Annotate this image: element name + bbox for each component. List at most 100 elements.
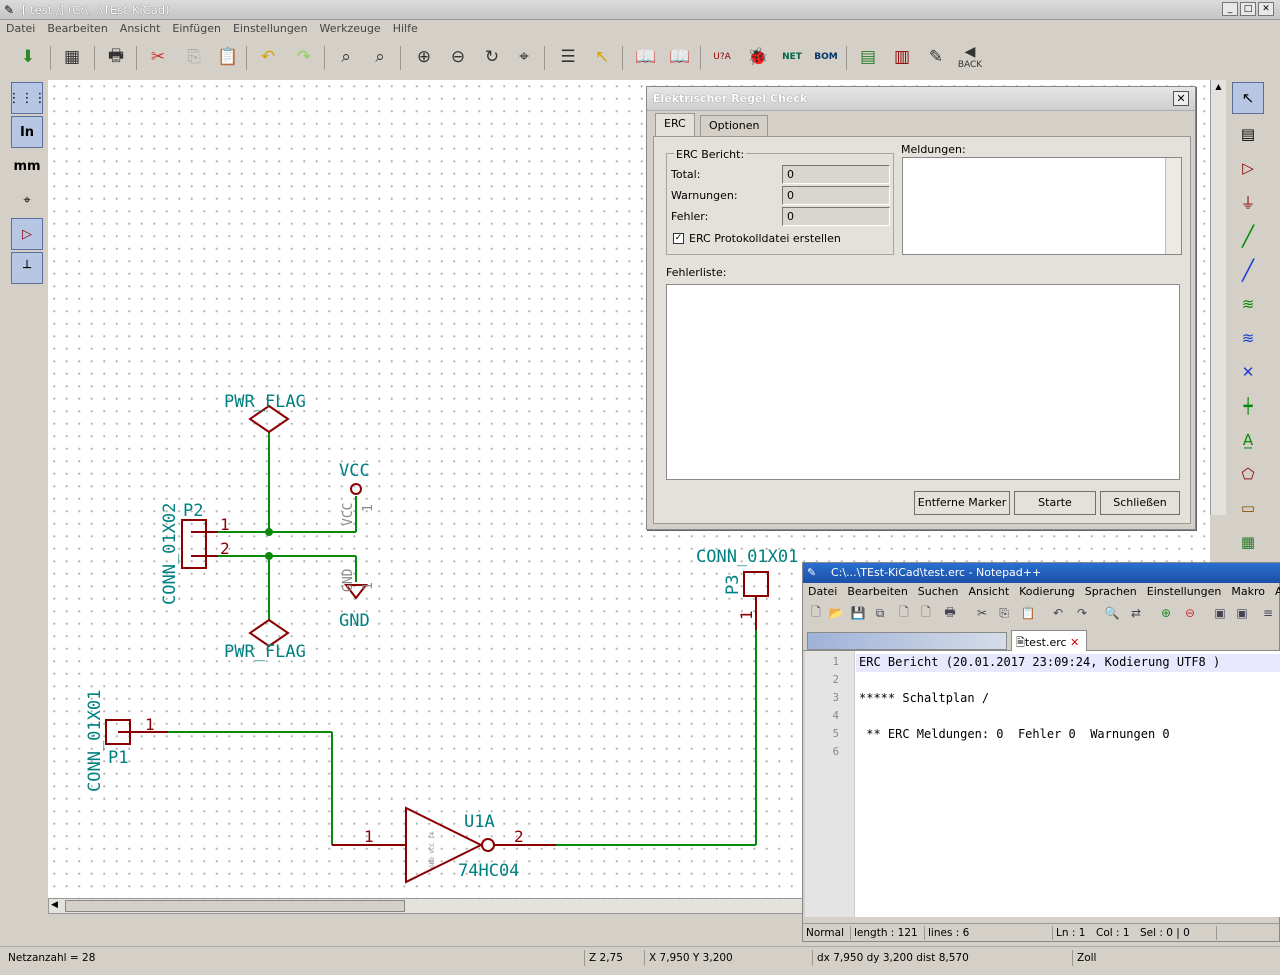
grid-toggle-icon[interactable]: ⋮⋮⋮ [8, 82, 47, 114]
zoom-in-icon[interactable]: ⊕ [416, 47, 432, 67]
np-wrap-icon[interactable]: ≡ [1262, 606, 1274, 620]
menu-datei[interactable]: Datei [6, 22, 36, 35]
minimize-button[interactable]: _ [1222, 2, 1238, 16]
canvas-vertical-scrollbar[interactable]: ▲ [1210, 80, 1226, 515]
zoom-fit-icon[interactable]: ⌖ [519, 47, 529, 67]
errorlist-box[interactable] [666, 284, 1180, 480]
np-copy-icon[interactable]: ⎘ [999, 605, 1009, 620]
np-menu-sprachen[interactable]: Sprachen [1084, 585, 1137, 598]
hierarchy-icon[interactable]: ☰ [560, 47, 576, 67]
place-sheet-icon[interactable]: ▦ [1240, 533, 1256, 551]
np-save-icon[interactable]: 💾 [850, 606, 866, 620]
np-tab-other[interactable] [807, 632, 1007, 650]
np-open-icon[interactable]: 📂 [828, 606, 844, 620]
library-browser-icon[interactable]: 📖 [669, 47, 691, 67]
zoom-out-icon[interactable]: ⊖ [450, 47, 466, 67]
hv-wires-icon[interactable]: ┴ [11, 252, 43, 284]
find-replace-icon[interactable]: ⌕ [375, 47, 385, 67]
copy-icon[interactable]: ⎘ [187, 47, 201, 67]
place-junction-icon[interactable]: ┿ [1243, 397, 1253, 415]
maximize-button[interactable]: □ [1240, 2, 1256, 16]
np-menu-makro[interactable]: Makro [1231, 585, 1265, 598]
np-paste-icon[interactable]: 📋 [1020, 606, 1036, 620]
place-component-icon[interactable]: ▷ [1242, 159, 1254, 177]
np-find-icon[interactable]: 🔍 [1104, 606, 1120, 620]
np-zoom-in-icon[interactable]: ⊕ [1160, 606, 1172, 620]
library-editor-icon[interactable]: 📖 [635, 47, 657, 67]
np-menu-bearbeiten[interactable]: Bearbeiten [847, 585, 908, 598]
bom-icon[interactable]: BOM [812, 43, 840, 71]
np-undo-icon[interactable]: ↶ [1052, 606, 1064, 620]
start-button[interactable]: Starte [1014, 491, 1096, 515]
inch-units-button[interactable]: In [11, 116, 43, 148]
np-replace-icon[interactable]: ⇄ [1130, 606, 1142, 620]
netlist-icon[interactable]: NET [778, 43, 806, 71]
close-window-button[interactable]: ✕ [1258, 2, 1274, 16]
cvpcb-icon[interactable]: ▤ [859, 47, 877, 67]
hierarchy-nav-icon[interactable]: ▤ [1240, 125, 1256, 143]
np-menu-datei[interactable]: Datei [808, 585, 838, 598]
place-wire-icon[interactable]: ╱ [1241, 224, 1255, 248]
back-annotate-icon[interactable]: ◀BACK [957, 44, 983, 70]
find-icon[interactable]: ⌕ [341, 47, 351, 67]
select-arrow-icon[interactable]: ↖ [1232, 82, 1264, 114]
np-tab-test-erc[interactable]: 🗎test.erc ✕ [1011, 630, 1087, 651]
np-menu-einstellungen[interactable]: Einstellungen [1146, 585, 1222, 598]
np-close-icon[interactable]: 🗋 [899, 604, 909, 619]
np-tab-close-icon[interactable]: ✕ [1070, 636, 1080, 649]
mm-units-button[interactable]: mm [11, 150, 43, 182]
protocol-checkbox[interactable]: ✓ [673, 233, 684, 244]
hidden-pins-icon[interactable]: ▷ [11, 218, 43, 250]
np-save-all-icon[interactable]: ⧉ [875, 605, 885, 620]
tab-optionen[interactable]: Optionen [700, 115, 769, 137]
scroll-left-icon[interactable]: ◀ [51, 900, 58, 910]
erc-close-icon[interactable]: ✕ [1173, 91, 1189, 106]
paste-icon[interactable]: 📋 [217, 47, 239, 67]
notepad-editor[interactable]: 1 2 3 4 5 6 ERC Bericht (20.01.2017 23:0… [805, 651, 1280, 917]
menu-bearbeiten[interactable]: Bearbeiten [47, 22, 108, 35]
menu-werkzeuge[interactable]: Werkzeuge [319, 22, 381, 35]
menu-einfuegen[interactable]: Einfügen [172, 22, 221, 35]
bus-bus-entry-icon[interactable]: ≋ [1241, 329, 1255, 347]
np-menu-suchen[interactable]: Suchen [917, 585, 959, 598]
np-print-icon[interactable]: 🖶 [944, 604, 956, 619]
np-redo-icon[interactable]: ↷ [1076, 606, 1088, 620]
horizontal-scroll-thumb[interactable] [65, 900, 405, 912]
menu-ansicht[interactable]: Ansicht [119, 22, 161, 35]
place-global-label-icon[interactable]: ⬠ [1241, 465, 1255, 483]
np-cut-icon[interactable]: ✂ [976, 606, 988, 620]
close-button[interactable]: Schließen [1100, 491, 1180, 515]
redraw-icon[interactable]: ↻ [484, 47, 500, 67]
no-connect-icon[interactable]: ✕ [1241, 363, 1255, 381]
np-zoom-out-icon[interactable]: ⊖ [1184, 606, 1196, 620]
place-hier-label-icon[interactable]: ▭ [1240, 499, 1256, 517]
import-footprint-icon[interactable]: ✎ [928, 47, 944, 67]
tab-erc[interactable]: ERC [655, 113, 695, 137]
place-power-icon[interactable]: ⏚ [1240, 193, 1256, 212]
np-sync-v-icon[interactable]: ▣ [1214, 606, 1226, 620]
undo-icon[interactable]: ↶ [260, 47, 276, 67]
place-bus-icon[interactable]: ╱ [1241, 258, 1255, 282]
np-close-all-icon[interactable]: 🗋 [921, 604, 931, 619]
erc-icon[interactable]: 🐞 [747, 47, 769, 67]
np-menu-kodierung[interactable]: Kodierung [1019, 585, 1075, 598]
cursor-shape-icon[interactable]: ⌖ [23, 192, 31, 208]
print-icon[interactable]: 🖶 [107, 45, 125, 66]
scroll-up-icon[interactable]: ▲ [1215, 82, 1222, 91]
menu-hilfe[interactable]: Hilfe [392, 22, 418, 35]
remove-markers-button[interactable]: Entferne Marker [914, 491, 1010, 515]
annotate-icon[interactable]: U?A [708, 43, 736, 71]
np-menu-ansicht[interactable]: Ansicht [968, 585, 1010, 598]
place-net-label-icon[interactable]: A̲ [1242, 431, 1254, 449]
leave-sheet-icon[interactable]: ↖ [594, 47, 610, 67]
np-menu-ausfuehren[interactable]: Ausführe [1275, 585, 1280, 598]
cut-icon[interactable]: ✂ [150, 47, 166, 67]
save-icon[interactable]: ⬇ [20, 47, 36, 67]
messages-scrollbar[interactable] [1165, 158, 1181, 254]
page-settings-icon[interactable]: ▦ [63, 47, 81, 67]
np-sync-h-icon[interactable]: ▣ [1236, 606, 1248, 620]
redo-icon[interactable]: ↷ [296, 47, 312, 67]
np-new-icon[interactable]: 🗋 [811, 604, 821, 619]
wire-bus-entry-icon[interactable]: ≋ [1241, 295, 1255, 313]
menu-einstellungen[interactable]: Einstellungen [232, 22, 308, 35]
